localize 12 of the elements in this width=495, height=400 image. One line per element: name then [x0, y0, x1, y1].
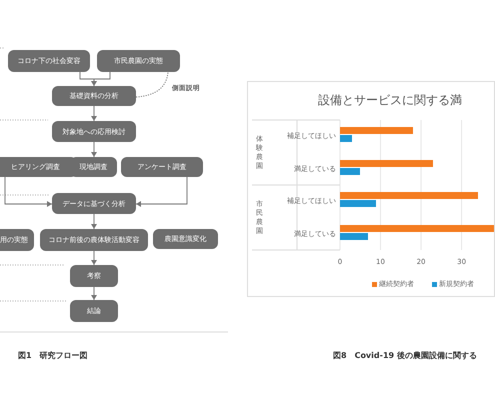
- figure-caption: 図8 Covid-19 後の農園設備に関する: [333, 350, 477, 361]
- arrow: [136, 176, 188, 207]
- arrow: [91, 106, 97, 122]
- arrow: [91, 214, 97, 230]
- arrow: [4, 176, 52, 207]
- arrow: [91, 250, 97, 266]
- dotted-connector: [136, 72, 168, 98]
- chart-title: 設備とサービスに関する満: [318, 92, 462, 109]
- arrow: [91, 286, 97, 300]
- arrow: [91, 142, 97, 158]
- figure-caption: 図1 研究フロー図: [18, 350, 88, 361]
- arrow: [91, 72, 110, 86]
